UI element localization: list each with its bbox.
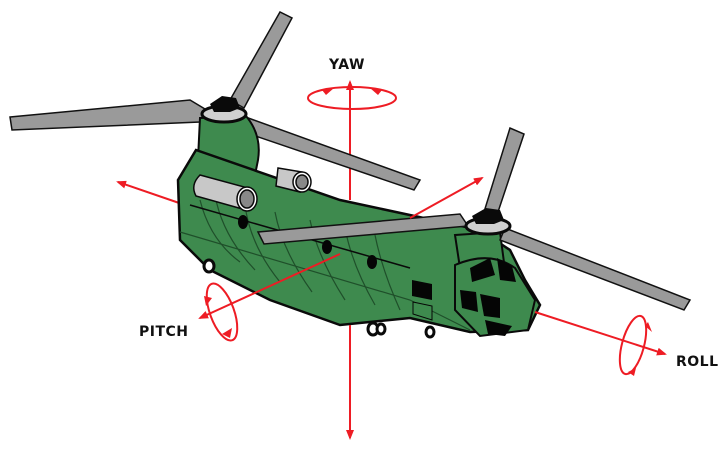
pitch-axis xyxy=(198,253,341,342)
yaw-axis xyxy=(307,80,397,200)
rear-rotor-hub xyxy=(200,96,248,124)
roll-label: ROLL xyxy=(676,354,719,370)
yaw-label: YAW xyxy=(329,57,365,73)
roll-axis xyxy=(534,311,667,376)
pitch-rotation-icon xyxy=(205,282,239,342)
roll-rotation-icon xyxy=(618,314,648,376)
front-rotor xyxy=(256,126,692,311)
rear-rotor xyxy=(9,11,422,191)
yaw-rotation-icon xyxy=(307,86,397,110)
pitch-label: PITCH xyxy=(139,324,189,340)
front-rotor-hub xyxy=(464,208,512,236)
landing-gear xyxy=(202,258,436,339)
engines xyxy=(193,167,312,212)
